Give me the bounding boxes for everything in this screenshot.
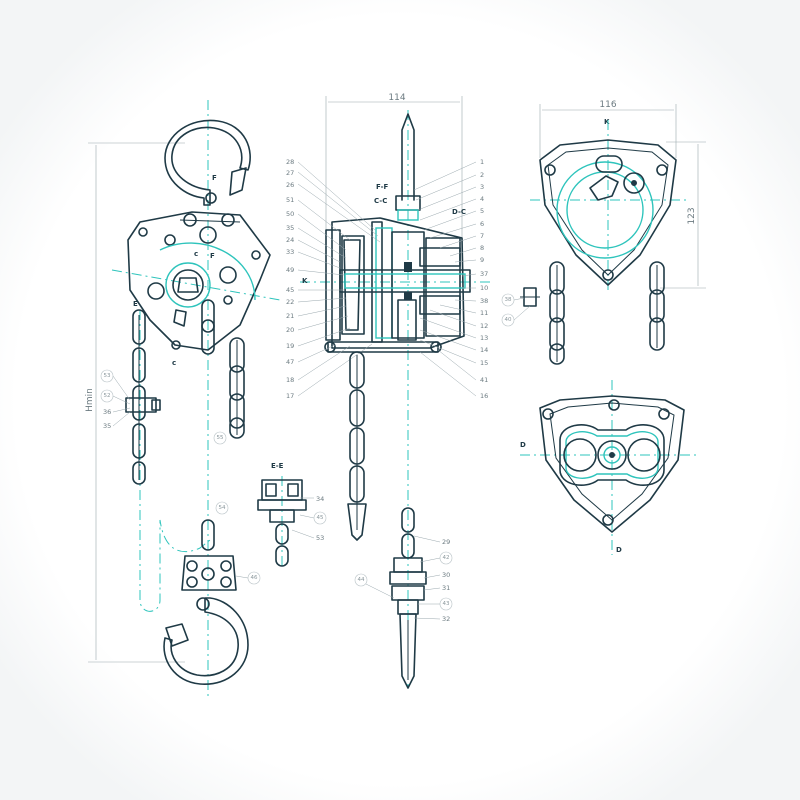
callouts-left: 28 27 26 51 50 35 24 33 49 45 22 21 20 1…	[286, 158, 294, 400]
callout-r3: 3	[480, 183, 484, 191]
callout-l17: 17	[286, 392, 294, 400]
side-view: 116 K 123	[520, 100, 706, 365]
label-e: E	[133, 300, 138, 308]
label-k-section: K	[302, 277, 308, 285]
label-c-lower: c	[172, 359, 176, 367]
label-d-bottom: D	[616, 546, 622, 554]
label-f1: F	[212, 174, 217, 182]
label-e-e: E-E	[271, 462, 284, 470]
bubble-35: 35	[103, 422, 111, 430]
hmin-dimension: Hmin	[85, 388, 95, 412]
bubble-34: 34	[316, 495, 324, 503]
side-chain-left	[549, 261, 565, 365]
callouts-right: 1 2 3 4 5 6 7 8 9 37 10 38 11 12 13 14 1…	[480, 158, 488, 400]
dimension-116: 116	[599, 100, 616, 110]
lower-hook-side	[389, 507, 427, 689]
callout-l5: 50	[286, 210, 294, 218]
callout-l16: 18	[286, 376, 294, 384]
callout-l10: 45	[286, 286, 294, 294]
callout-r18: 41	[480, 376, 488, 384]
callout-r7: 7	[480, 232, 484, 240]
callout-r10: 37	[480, 270, 488, 278]
section-view: 114 F-F C-C D-C K	[286, 93, 490, 690]
callout-r1: 1	[480, 158, 484, 166]
callout-r17: 15	[480, 359, 488, 367]
load-chain-center	[347, 351, 367, 541]
bubble-32: 32	[442, 615, 450, 623]
callout-r4: 4	[480, 195, 484, 203]
callout-l14: 19	[286, 342, 294, 350]
bubble-44: 44	[358, 577, 365, 583]
bubble-callouts: 53 52 36 35 55 54 46 34 45 53 29 42 30 3…	[100, 293, 531, 623]
bubble-38: 38	[505, 297, 512, 303]
callout-r19: 16	[480, 392, 488, 400]
callout-r16: 14	[480, 346, 488, 354]
callout-l3: 26	[286, 181, 294, 189]
callout-r5: 5	[480, 207, 484, 215]
callout-l7: 24	[286, 236, 294, 244]
bubble-45: 45	[317, 515, 324, 521]
bubble-29: 29	[442, 538, 450, 546]
hand-chain-right	[229, 337, 245, 439]
bubble-55: 55	[217, 435, 224, 441]
callout-r14: 12	[480, 322, 488, 330]
base-view: D D	[520, 380, 700, 555]
bubble-52: 52	[104, 393, 111, 399]
leader-lines-right	[413, 161, 477, 397]
callout-r9: 9	[480, 256, 484, 264]
bubble-54: 54	[219, 505, 226, 511]
callout-l13: 20	[286, 326, 294, 334]
callout-l2: 27	[286, 169, 294, 177]
label-c-c: C-C	[374, 197, 387, 205]
front-view: Hmin F c F c E	[85, 100, 281, 700]
hand-chain-left	[125, 309, 161, 485]
callout-l9: 49	[286, 266, 294, 274]
dimension-114: 114	[388, 93, 405, 103]
callout-l1: 28	[286, 158, 294, 166]
callout-l11: 22	[286, 298, 294, 306]
label-d-c: D-C	[452, 208, 466, 216]
bubble-42: 42	[443, 555, 450, 561]
label-f-f: F-F	[376, 183, 388, 191]
callout-r11: 10	[480, 284, 488, 292]
bubble-31: 31	[442, 584, 450, 592]
bubble-53: 53	[104, 373, 111, 379]
callout-r8: 8	[480, 244, 484, 252]
callout-r2: 2	[480, 171, 484, 179]
label-c-upper: c	[194, 250, 198, 258]
load-chain-middle	[201, 299, 215, 355]
side-chain-right	[649, 261, 665, 351]
callout-r13: 11	[480, 309, 488, 317]
bubble-53b: 53	[316, 534, 324, 542]
bubble-46: 46	[251, 575, 258, 581]
bubble-36: 36	[103, 408, 111, 416]
callout-l8: 33	[286, 248, 294, 256]
bubble-43: 43	[443, 601, 450, 607]
callout-l12: 21	[286, 312, 294, 320]
callout-r6: 6	[480, 220, 484, 228]
label-d-top: D	[520, 441, 526, 449]
callout-l15: 47	[286, 358, 294, 366]
bubble-30: 30	[442, 571, 450, 579]
callout-r12: 38	[480, 297, 488, 305]
detail-e-e: E-E	[257, 462, 315, 570]
callout-l6: 35	[286, 224, 294, 232]
label-f2: F	[210, 252, 215, 260]
callout-r15: 13	[480, 334, 488, 342]
label-k-top: K	[604, 118, 610, 126]
bubble-40: 40	[505, 317, 512, 323]
callout-l4: 51	[286, 196, 294, 204]
dimension-123: 123	[687, 207, 697, 224]
